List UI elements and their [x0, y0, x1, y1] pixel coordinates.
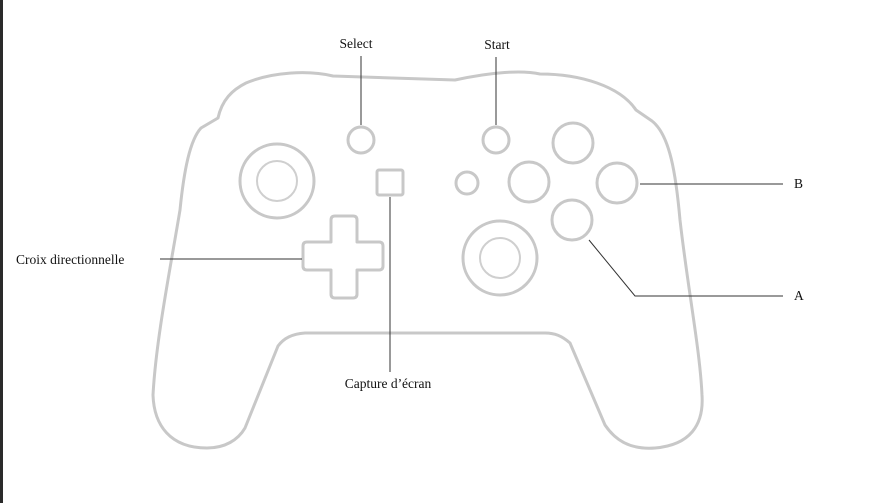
face-button-left	[507, 160, 551, 204]
label-capture: Capture d’écran	[345, 376, 432, 391]
label-select: Select	[340, 36, 373, 51]
face-button-top	[551, 121, 595, 165]
label-start: Start	[484, 37, 510, 52]
a-leader	[588, 239, 783, 297]
label-a: A	[794, 288, 804, 303]
right-stick-ring	[461, 219, 539, 297]
face-button-b	[595, 161, 639, 205]
controller-body	[151, 70, 704, 450]
left-stick-ring	[238, 142, 316, 220]
right-stick-cap	[479, 237, 521, 279]
select-button	[346, 125, 376, 155]
dpad	[301, 214, 385, 300]
face-button-a	[550, 198, 594, 242]
capture-button	[375, 168, 405, 197]
window-left-edge	[0, 0, 3, 503]
start-button	[481, 125, 511, 155]
label-b: B	[794, 176, 803, 191]
home-button	[454, 170, 480, 196]
label-dpad: Croix directionnelle	[16, 252, 124, 267]
left-stick-cap	[256, 160, 298, 202]
